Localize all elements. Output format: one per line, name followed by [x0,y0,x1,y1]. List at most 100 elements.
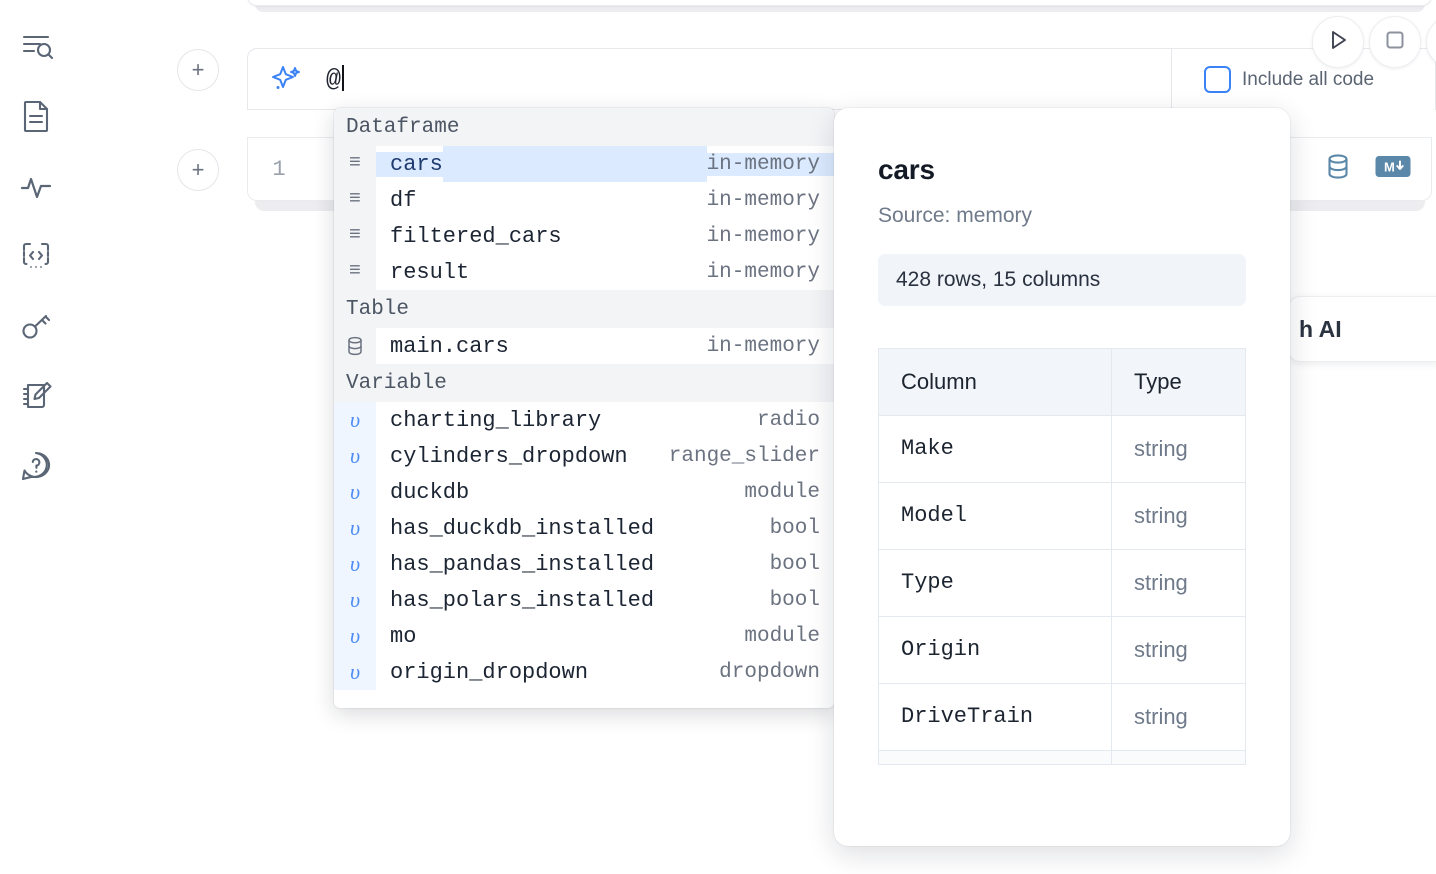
markdown-icon[interactable]: M [1375,154,1411,185]
code-cell-tools: M [1323,152,1411,187]
activity-pulse-icon [16,166,56,206]
autocomplete-item-label: origin_dropdown [390,659,589,685]
variable-icon: υ [334,618,376,654]
doc-table-row: Model string [879,483,1245,550]
variable-icon: υ [334,582,376,618]
doc-panel-title: cars [878,154,935,185]
autocomplete-item-type: bool [769,552,820,576]
dataframe-icon: ≡ [334,254,376,290]
code-snippet-icon [16,236,56,276]
sidebar-item-help[interactable] [12,442,60,490]
variable-icon: υ [334,654,376,690]
autocomplete-item-type: in-memory [706,260,820,284]
variable-icon: υ [334,474,376,510]
autocomplete-item-type: in-memory [706,188,820,212]
doc-table-column-type: string [1134,436,1188,461]
autocomplete-item-type: in-memory [706,224,820,248]
autocomplete-item-type: dropdown [719,660,820,684]
autocomplete-item[interactable]: ≡ filtered_cars in-memory [334,218,834,254]
autocomplete-item-label: mo [390,623,417,649]
autocomplete-item-label: has_polars_installed [390,587,655,613]
doc-table-column-name: Make [879,416,1112,482]
autocomplete-item-type: bool [769,516,820,540]
doc-table-header-cell: Type [1112,349,1245,415]
autocomplete-item-spacer [562,218,707,254]
database-icon[interactable] [1323,152,1353,187]
plus-icon: + [191,157,205,182]
text-caret [342,64,345,91]
autocomplete-group-header: Variable [334,364,834,402]
dataframe-icon: ≡ [334,218,376,254]
include-all-code-label: Include all code [1242,68,1375,90]
add-cell-button-top[interactable]: + [177,49,219,91]
autocomplete-item-type: module [744,624,820,648]
ai-suggestion-card-label: h AI [1299,315,1342,342]
sidebar-item-activity[interactable] [12,162,60,210]
autocomplete-item-label: cars [376,151,443,177]
doc-table-column-name: Origin [879,617,1112,683]
autocomplete-item-spacer [416,182,706,218]
doc-table-column-name: Type [879,550,1112,616]
sidebar-item-scratchpad[interactable] [12,372,60,420]
autocomplete-item-type: in-memory [706,152,834,176]
autocomplete-item-type: range_slider [668,444,820,468]
autocomplete-item-label: df [390,187,417,213]
variable-icon: υ [334,402,376,438]
doc-table-column-type: string [1134,503,1188,528]
autocomplete-item-spacer [416,618,744,654]
ai-prompt-cell[interactable]: @ [247,48,1172,110]
include-all-code-row[interactable]: Include all code [1172,48,1436,110]
help-chat-icon [16,446,56,486]
sparkle-icon [270,62,304,96]
autocomplete-item-spacer [654,510,770,546]
autocomplete-item[interactable]: υ has_polars_installed bool [334,582,834,618]
doc-panel-shape-badge: 428 rows, 15 columns [878,254,1246,306]
doc-table-column-name: DriveTrain [879,684,1112,750]
stop-button[interactable] [1369,16,1421,68]
autocomplete-group-header: Table [334,290,834,328]
doc-table-row: Origin string [879,617,1245,684]
sidebar-item-notebook-file[interactable] [12,92,60,140]
stop-square-icon [1384,29,1406,56]
key-secrets-icon [16,306,56,346]
autocomplete-item-spacer [601,402,757,438]
notebook-file-icon [16,96,56,136]
run-button[interactable] [1312,16,1364,68]
sidebar-item-secrets[interactable] [12,302,60,350]
ai-prompt-input[interactable]: @ [326,64,345,94]
sidebar-item-snippets[interactable] [12,232,60,280]
autocomplete-item-type: module [744,480,820,504]
autocomplete-item-label: filtered_cars [390,223,562,249]
include-all-code-checkbox[interactable] [1204,66,1231,93]
plus-icon: + [191,57,205,82]
variable-icon: υ [334,546,376,582]
autocomplete-item[interactable]: υ origin_dropdown dropdown [334,654,834,690]
doc-table-column-type: string [1134,637,1188,662]
autocomplete-item-spacer [588,654,719,690]
autocomplete-item-label: has_duckdb_installed [390,515,655,541]
autocomplete-item-spacer [654,582,770,618]
doc-table-row-partial [879,751,1245,765]
sidebar-item-outline-search[interactable] [12,22,60,70]
add-cell-button-bottom[interactable]: + [177,149,219,191]
doc-table-column-name: Model [879,483,1112,549]
doc-table-column-type: string [1134,704,1188,729]
ai-suggestion-card[interactable]: h AI [1288,296,1436,362]
autocomplete-item-type: bool [769,588,820,612]
autocomplete-item-spacer [654,546,770,582]
